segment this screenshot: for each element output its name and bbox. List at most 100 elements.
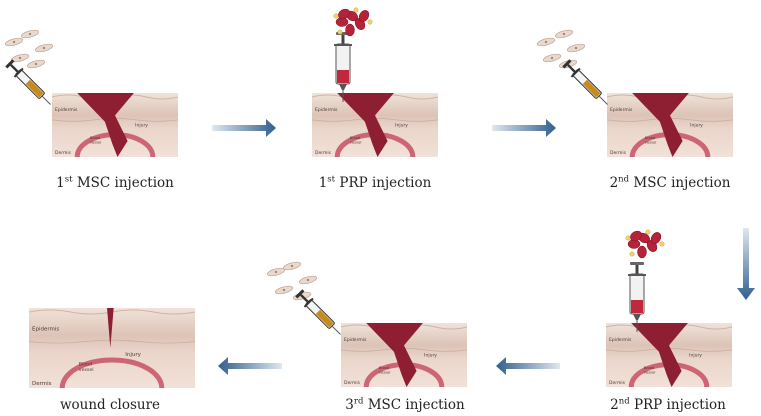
injury-label: Injury bbox=[424, 352, 437, 358]
blood-vessel-label-2: vessel bbox=[644, 371, 656, 375]
blood-vessel-label: Blood bbox=[645, 136, 655, 140]
caption-ordinal-suffix: rd bbox=[353, 396, 364, 407]
epidermis-label: Epidermis bbox=[315, 107, 338, 113]
blood-vessel-label: Blood bbox=[79, 362, 92, 368]
platelet-cluster bbox=[333, 7, 373, 37]
caption-number: 1 bbox=[56, 175, 65, 191]
caption-ordinal-suffix: nd bbox=[618, 174, 630, 185]
platelet bbox=[629, 251, 635, 257]
red-blood-cell bbox=[345, 23, 355, 37]
blood-vessel-label-2: vessel bbox=[79, 367, 94, 373]
msc-cells bbox=[4, 29, 54, 69]
wound bbox=[631, 323, 688, 387]
blood-vessel-label: Blood bbox=[379, 366, 389, 370]
caption-text: MSC injection bbox=[367, 397, 465, 413]
platelet bbox=[353, 7, 359, 13]
wound bbox=[337, 93, 394, 157]
blood-vessel-label: Blood bbox=[644, 366, 654, 370]
blood-vessel-label: Blood bbox=[350, 136, 360, 140]
msc-cells bbox=[266, 261, 318, 301]
flow-arrow-left bbox=[496, 357, 560, 375]
injury-label: Injury bbox=[125, 352, 141, 358]
red-blood-cell bbox=[630, 230, 642, 242]
wound bbox=[366, 323, 423, 387]
blood-vessel bbox=[59, 357, 165, 389]
red-blood-cell bbox=[358, 10, 370, 22]
syringe-icon bbox=[562, 59, 608, 105]
step-caption-4: 2nd PRP injection bbox=[610, 397, 726, 413]
caption-number: 1 bbox=[318, 175, 328, 191]
platelet bbox=[645, 229, 651, 235]
syringe-icon bbox=[295, 289, 341, 335]
epidermis-label: Epidermis bbox=[609, 337, 632, 343]
epidermis-label: Epidermis bbox=[610, 107, 633, 113]
epidermis-label: Epidermis bbox=[55, 107, 78, 113]
dermis-label: Dermis bbox=[32, 381, 52, 387]
dermis-label: Dermis bbox=[610, 150, 627, 156]
caption-text: MSC injection bbox=[76, 175, 174, 191]
platelet bbox=[625, 235, 631, 241]
dermis-label: Dermis bbox=[609, 380, 626, 386]
red-blood-cell bbox=[338, 8, 350, 20]
red-blood-cell bbox=[637, 245, 647, 259]
step-caption-1: 1st MSC injection bbox=[56, 175, 174, 191]
dermis-label: Dermis bbox=[315, 150, 332, 156]
injury-label: Injury bbox=[690, 122, 703, 128]
injury-label: Injury bbox=[395, 122, 408, 128]
dermis-label: Dermis bbox=[55, 150, 72, 156]
wound bbox=[632, 93, 689, 157]
caption-number: 2 bbox=[610, 397, 619, 413]
platelet bbox=[659, 241, 665, 247]
caption-text: PRP injection bbox=[633, 397, 726, 413]
caption-ordinal-suffix: st bbox=[327, 174, 336, 185]
blood-vessel-label: Blood bbox=[90, 136, 100, 140]
platelet bbox=[333, 13, 339, 19]
platelet-cluster bbox=[625, 229, 665, 259]
injury-label: Injury bbox=[135, 122, 148, 128]
flow-arrow-right bbox=[492, 119, 556, 137]
caption-ordinal-suffix: nd bbox=[618, 396, 630, 407]
step-caption-3: 2nd MSC injection bbox=[610, 175, 731, 191]
epidermis-label: Epidermis bbox=[32, 326, 59, 332]
platelet bbox=[337, 29, 343, 35]
caption-text: wound closure bbox=[59, 397, 161, 413]
dermis-label: Dermis bbox=[344, 380, 361, 386]
epidermis-label: Epidermis bbox=[344, 337, 367, 343]
blood-vessel-label-2: vessel bbox=[350, 141, 362, 145]
step-caption-2: 1st PRP injection bbox=[319, 175, 432, 191]
wound bbox=[77, 93, 134, 157]
caption-text: PRP injection bbox=[339, 175, 432, 191]
flow-arrow-left bbox=[218, 357, 282, 375]
platelet bbox=[367, 19, 373, 25]
step-caption-5: 3rd MSC injection bbox=[345, 397, 464, 413]
caption-number: 2 bbox=[609, 175, 619, 191]
caption-text: MSC injection bbox=[633, 175, 731, 191]
syringe-icon bbox=[5, 59, 51, 105]
injury-label: Injury bbox=[689, 352, 702, 358]
blood-vessel-label-2: vessel bbox=[379, 371, 391, 375]
msc-cells bbox=[536, 29, 586, 69]
blood-vessel-label-2: vessel bbox=[90, 141, 102, 145]
caption-number: 3 bbox=[345, 397, 354, 413]
red-blood-cell bbox=[650, 232, 662, 244]
flow-arrow-right bbox=[212, 119, 276, 137]
flow-arrow-down bbox=[737, 228, 755, 300]
blood-vessel-label-2: vessel bbox=[645, 141, 657, 145]
syringe-icon bbox=[334, 32, 352, 102]
step-caption-6: wound closure bbox=[60, 397, 160, 413]
syringe-icon bbox=[628, 262, 646, 332]
closed-wound bbox=[107, 308, 114, 348]
